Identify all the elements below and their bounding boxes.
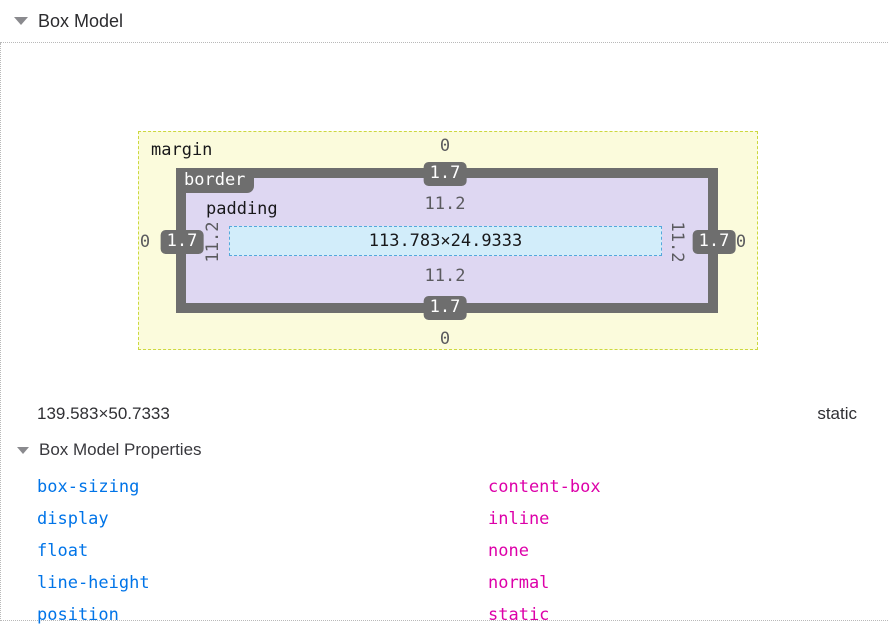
property-row: line-height normal <box>1 567 888 599</box>
box-model-panel-body: margin padding border 113.783×24.9333 0 … <box>0 43 888 625</box>
box-model-title: Box Model <box>38 10 124 31</box>
property-row: display inline <box>1 503 888 535</box>
property-value: none <box>488 541 529 561</box>
element-dimensions: 139.583×50.7333 <box>37 404 170 423</box>
collapse-triangle-icon[interactable] <box>14 17 28 25</box>
padding-bottom-value[interactable]: 11.2 <box>424 266 466 286</box>
content-region[interactable]: 113.783×24.9333 <box>229 226 662 256</box>
border-bottom-value[interactable]: 1.7 <box>423 296 467 320</box>
margin-label: margin <box>151 140 213 160</box>
margin-right-value[interactable]: 0 <box>735 232 747 252</box>
property-value: inline <box>488 509 550 529</box>
border-top-value[interactable]: 1.7 <box>423 162 467 186</box>
padding-top-value[interactable]: 11.2 <box>424 194 466 214</box>
border-right-value[interactable]: 1.7 <box>692 230 736 254</box>
content-size-label: 113.783×24.9333 <box>368 231 523 251</box>
border-label: border <box>176 169 255 193</box>
properties-collapse-triangle-icon[interactable] <box>17 446 29 454</box>
property-row: position static <box>1 599 888 627</box>
element-position: static <box>817 404 857 423</box>
padding-label: padding <box>206 199 278 219</box>
property-name: position <box>37 605 119 625</box>
box-model-section-header[interactable]: Box Model <box>0 0 888 43</box>
property-value: static <box>488 605 550 625</box>
property-row: float none <box>1 535 888 567</box>
property-name: line-height <box>37 573 150 593</box>
margin-bottom-value[interactable]: 0 <box>439 329 451 349</box>
property-value: normal <box>488 573 550 593</box>
property-name: float <box>37 541 89 561</box>
property-row: box-sizing content-box <box>1 471 888 503</box>
padding-right-value[interactable]: 11.2 <box>667 221 687 263</box>
property-name: box-sizing <box>37 477 140 497</box>
padding-left-value[interactable]: 11.2 <box>203 221 223 263</box>
margin-top-value[interactable]: 0 <box>439 136 451 156</box>
property-name: display <box>37 509 109 529</box>
properties-section-header[interactable]: Box Model Properties <box>1 440 202 460</box>
properties-list: box-sizing content-box display inline fl… <box>1 471 888 627</box>
properties-title: Box Model Properties <box>39 440 202 459</box>
border-left-value[interactable]: 1.7 <box>160 230 204 254</box>
property-value: content-box <box>488 477 601 497</box>
margin-left-value[interactable]: 0 <box>139 232 151 252</box>
